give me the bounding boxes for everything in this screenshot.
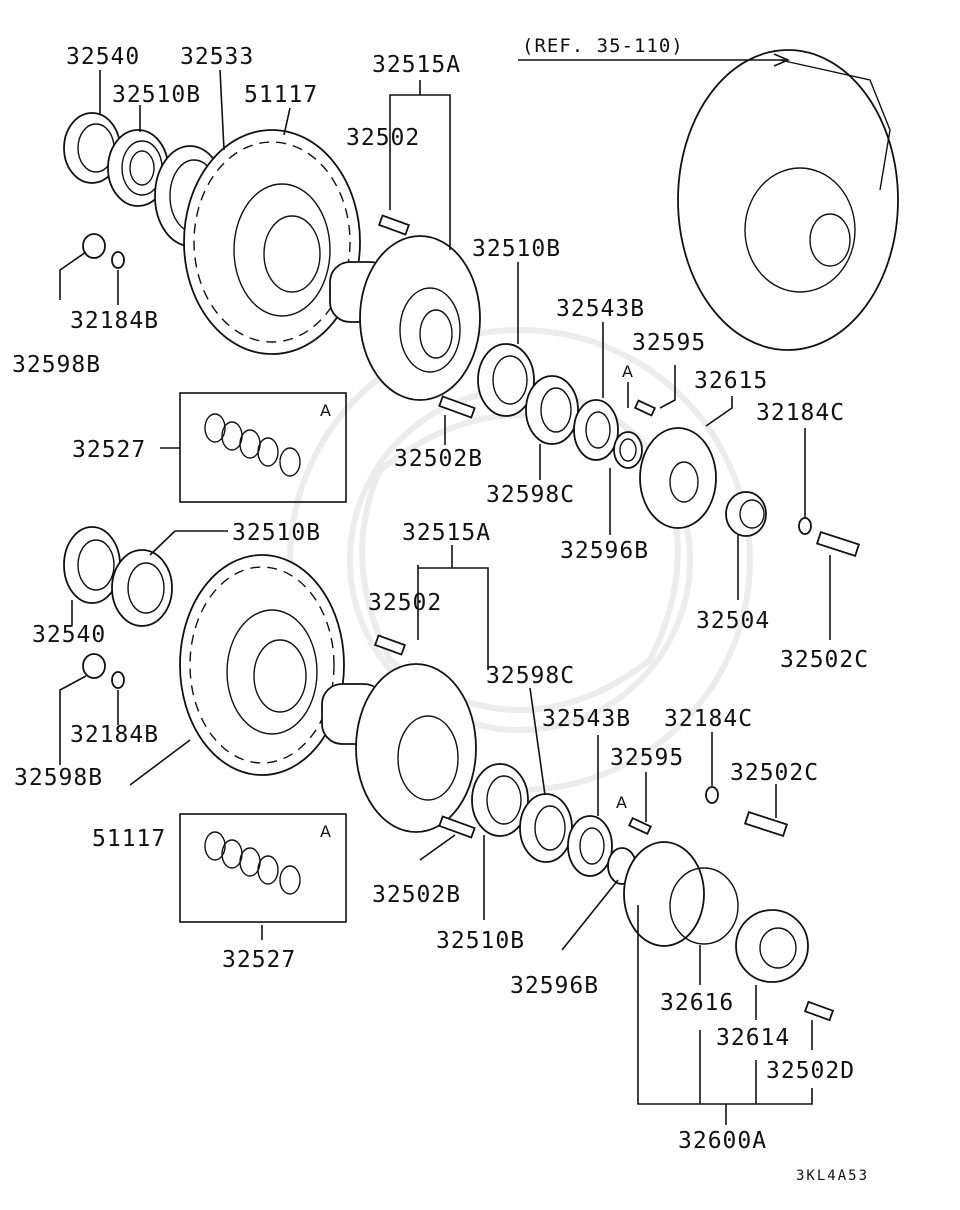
flange-32615 — [639, 427, 717, 529]
bolt-32502d — [803, 1000, 835, 1022]
detail-box-32527-lower — [179, 813, 347, 923]
hub-32515a-upper — [329, 235, 481, 401]
label-32596b: 32596B — [560, 538, 649, 564]
bolt-32502-upper — [377, 214, 411, 236]
label-32527: 32527 — [72, 437, 146, 463]
bearing-32510b-upper-inner — [477, 343, 535, 417]
label-51117: 51117 — [244, 82, 318, 108]
label-32502: 32502 — [368, 590, 442, 616]
label-32598c: 32598C — [486, 482, 575, 508]
washer-32184b-lower — [111, 671, 125, 689]
label-32502b: 32502B — [394, 446, 483, 472]
label-32502b: 32502B — [372, 882, 461, 908]
label-32616: 32616 — [660, 990, 734, 1016]
detail-box-marker-upper: A — [320, 401, 331, 420]
label-32598b: 32598B — [12, 352, 101, 378]
rotor-51117-lower — [179, 554, 345, 776]
bolt-32595-upper — [633, 399, 657, 417]
label-32184b: 32184B — [70, 722, 159, 748]
bolt-32502-lower — [373, 634, 407, 656]
detail-box-marker-lower: A — [320, 822, 331, 841]
label-32502c: 32502C — [730, 760, 819, 786]
cap-32504 — [725, 491, 767, 537]
part-labels: 32540 32533 32510B 51117 32515A 32502 32… — [12, 35, 869, 1184]
figure-code: 3KL4A53 — [796, 1168, 869, 1184]
bolt-32595-lower — [628, 816, 652, 836]
label-32543b: 32543B — [556, 296, 645, 322]
label-32596b: 32596B — [510, 973, 599, 999]
washer-32184c-upper — [798, 517, 812, 535]
label-32540: 32540 — [66, 44, 140, 70]
washer-32184b-upper — [111, 251, 125, 269]
label-32510b: 32510B — [472, 236, 561, 262]
bolt-32502b-lower — [438, 815, 476, 839]
rotor-51117-upper — [183, 129, 361, 355]
hub-32515a-lower — [321, 663, 477, 833]
label-32184c: 32184C — [664, 706, 753, 732]
label-a-marker: A — [622, 362, 633, 381]
bearing-32510b-lower-outer — [111, 549, 173, 627]
nut-32598b-lower — [82, 653, 106, 679]
label-32502: 32502 — [346, 125, 420, 151]
label-32600a: 32600A — [678, 1128, 767, 1154]
label-a-marker: A — [616, 793, 627, 812]
label-32502d: 32502D — [766, 1058, 855, 1084]
label-32598b: 32598B — [14, 765, 103, 791]
label-32510b: 32510B — [232, 520, 321, 546]
label-32615: 32615 — [694, 368, 768, 394]
upper-assembly — [59, 49, 899, 640]
label-32533: 32533 — [180, 44, 254, 70]
label-51117: 51117 — [92, 826, 166, 852]
washer-32184c-lower — [705, 786, 719, 804]
bolt-32502b-upper — [438, 395, 476, 419]
reference-caliper-assembly — [677, 49, 899, 351]
reference-note: (REF. 35-110) — [522, 35, 684, 57]
washer-32543b-lower — [567, 815, 613, 877]
label-32515a: 32515A — [402, 520, 491, 546]
label-32515a: 32515A — [372, 52, 461, 78]
label-32510b: 32510B — [436, 928, 525, 954]
bolt-32502c-upper — [815, 530, 861, 558]
label-32540: 32540 — [32, 622, 106, 648]
nut-32596b-upper — [613, 431, 643, 469]
label-32595: 32595 — [632, 330, 706, 356]
label-32543b: 32543B — [542, 706, 631, 732]
label-32614: 32614 — [716, 1025, 790, 1051]
lower-assembly — [59, 526, 835, 1125]
label-32595: 32595 — [610, 745, 684, 771]
bolt-32502c-lower — [743, 810, 789, 838]
seal-32598c-lower — [519, 793, 573, 863]
washer-32543b-upper — [573, 399, 619, 461]
label-32184c: 32184C — [756, 400, 845, 426]
leader-lines-upper — [59, 53, 831, 640]
seal-32598c-upper — [525, 375, 579, 445]
bearing-32510b-lower-inner — [471, 763, 529, 837]
label-32510b: 32510B — [112, 82, 201, 108]
label-32502c: 32502C — [780, 647, 869, 673]
locking-hub-32600a — [623, 841, 809, 983]
label-32504: 32504 — [696, 608, 770, 634]
label-32527: 32527 — [222, 947, 296, 973]
label-32598c: 32598C — [486, 663, 575, 689]
leader-lines-lower — [59, 530, 813, 1125]
label-32184b: 32184B — [70, 308, 159, 334]
nut-32598b-upper — [82, 233, 106, 259]
